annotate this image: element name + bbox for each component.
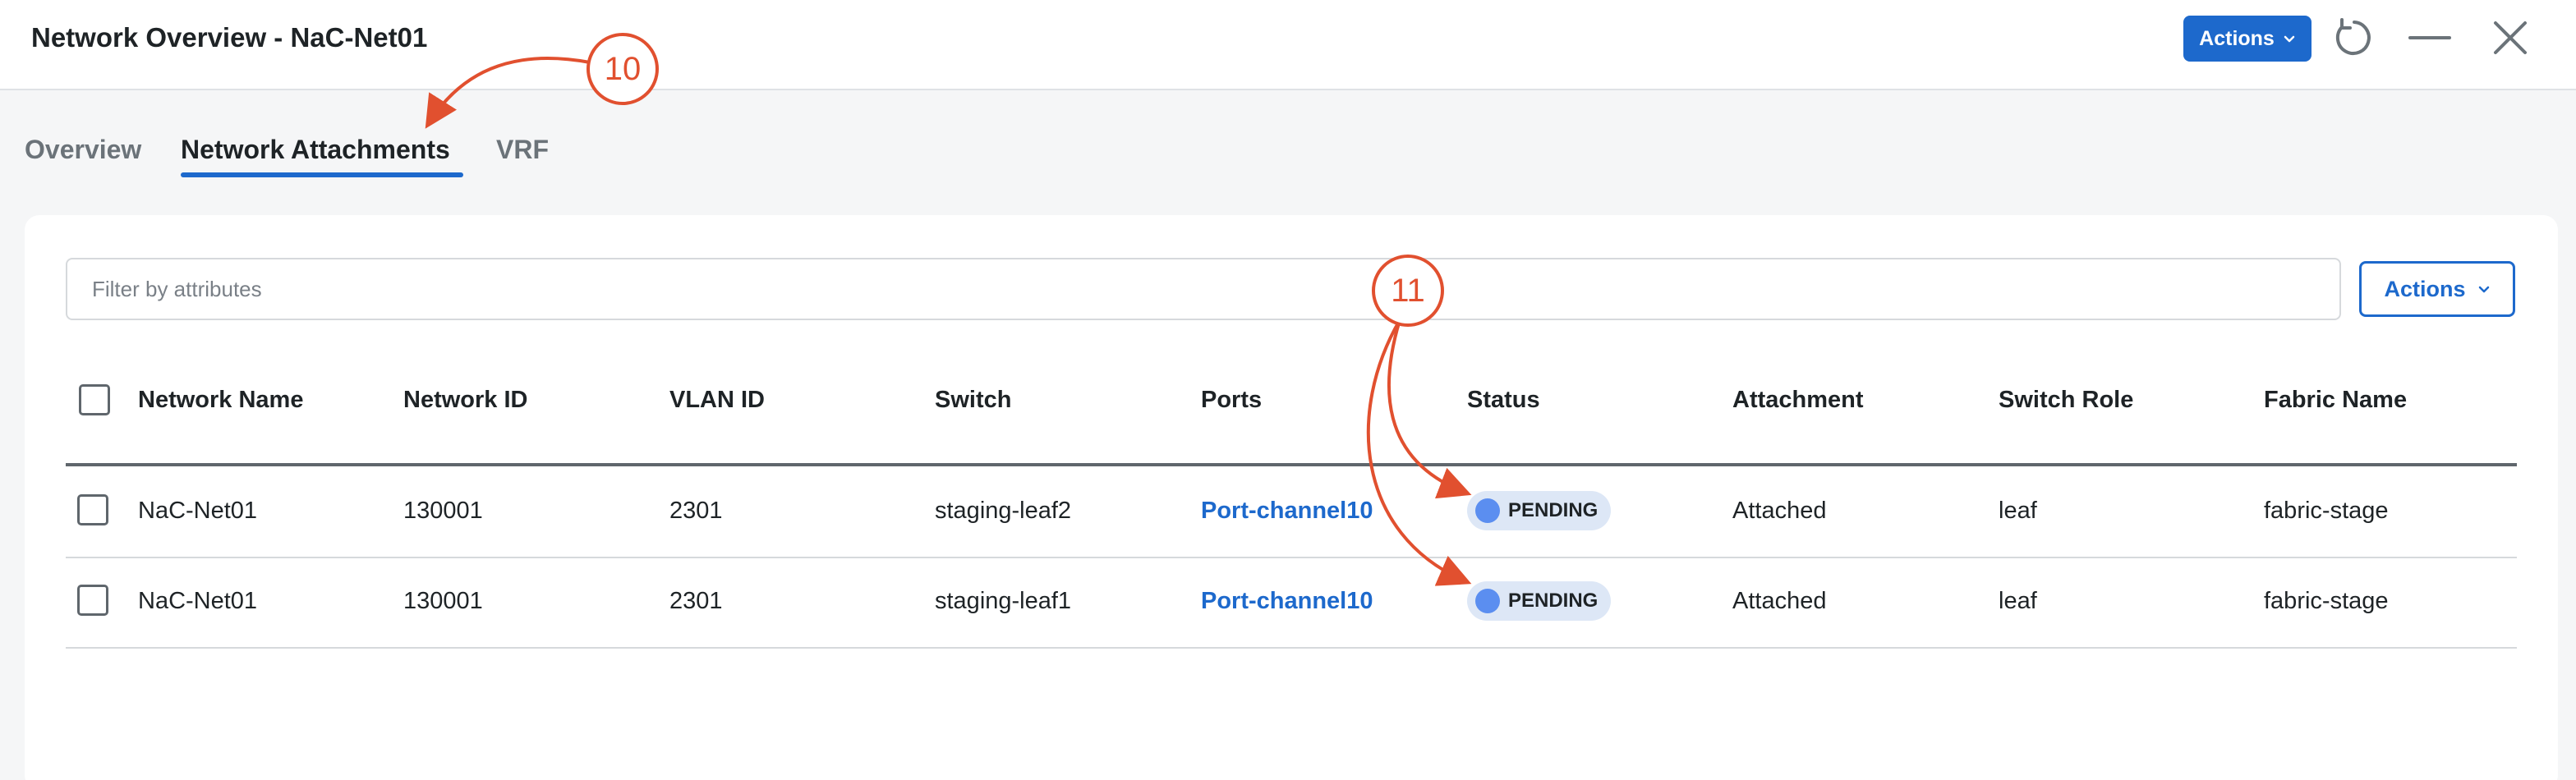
row-divider	[66, 647, 2517, 649]
column-header-status[interactable]: Status	[1467, 387, 1540, 413]
annotation-callout-10: 10	[586, 33, 659, 105]
tab-vrf[interactable]: VRF	[496, 135, 549, 164]
column-header-network-id[interactable]: Network ID	[403, 387, 528, 413]
column-header-ports[interactable]: Ports	[1201, 387, 1263, 413]
row-checkbox[interactable]	[77, 585, 108, 616]
column-header-switch-role[interactable]: Switch Role	[1999, 387, 2134, 413]
cell-ports-link[interactable]: Port-channel10	[1201, 588, 1373, 614]
cell-switch: staging-leaf2	[935, 498, 1072, 524]
cell-ports-link[interactable]: Port-channel10	[1201, 498, 1373, 524]
status-label: PENDING	[1508, 590, 1598, 612]
cell-switch-role: leaf	[1999, 588, 2037, 614]
tab-overview[interactable]: Overview	[25, 135, 142, 164]
close-icon[interactable]	[2487, 15, 2533, 61]
cell-fabric-name: fabric-stage	[2264, 588, 2389, 614]
cell-attachment: Attached	[1732, 588, 1827, 614]
status-badge: PENDING	[1467, 581, 1612, 621]
tab-network-attachments[interactable]: Network Attachments	[181, 135, 450, 164]
cell-network-id: 130001	[403, 498, 483, 524]
table-header-divider	[66, 463, 2517, 466]
chevron-down-icon	[2284, 35, 2295, 43]
select-all-checkbox[interactable]	[79, 384, 110, 415]
header-actions-label: Actions	[2199, 26, 2275, 50]
active-tab-indicator	[181, 172, 463, 177]
row-checkbox[interactable]	[77, 494, 108, 525]
minimize-icon[interactable]	[2407, 15, 2453, 61]
column-header-fabric-name[interactable]: Fabric Name	[2264, 387, 2408, 413]
cell-network-id: 130001	[403, 588, 483, 614]
annotation-callout-11: 11	[1372, 255, 1444, 327]
page-title: Network Overview - NaC-Net01	[31, 22, 428, 53]
column-header-vlan-id[interactable]: VLAN ID	[669, 387, 765, 413]
header-actions-button[interactable]: Actions	[2183, 16, 2312, 62]
cell-network-name: NaC-Net01	[138, 588, 258, 614]
table-actions-button[interactable]: Actions	[2359, 261, 2515, 317]
row-divider	[66, 557, 2517, 558]
attachments-card: Actions Network Name Network ID VLAN ID …	[25, 215, 2558, 780]
column-header-network-name[interactable]: Network Name	[138, 387, 304, 413]
header-bar: Network Overview - NaC-Net01 Actions	[0, 0, 2576, 90]
cell-switch-role: leaf	[1999, 498, 2037, 524]
column-header-attachment[interactable]: Attachment	[1732, 387, 1864, 413]
table-actions-label: Actions	[2384, 276, 2466, 301]
cell-vlan-id: 2301	[669, 498, 723, 524]
refresh-icon[interactable]	[2330, 15, 2376, 61]
status-label: PENDING	[1508, 499, 1598, 521]
tab-bar: Overview Network Attachments VRF	[0, 90, 2576, 197]
cell-attachment: Attached	[1732, 498, 1827, 524]
status-badge: PENDING	[1467, 491, 1612, 530]
status-dot-icon	[1475, 498, 1500, 523]
cell-vlan-id: 2301	[669, 588, 723, 614]
cell-switch: staging-leaf1	[935, 588, 1072, 614]
column-header-switch[interactable]: Switch	[935, 387, 1012, 413]
cell-fabric-name: fabric-stage	[2264, 498, 2389, 524]
filter-input[interactable]	[66, 258, 2341, 320]
cell-network-name: NaC-Net01	[138, 498, 258, 524]
chevron-down-icon	[2478, 286, 2489, 293]
status-dot-icon	[1475, 589, 1500, 613]
